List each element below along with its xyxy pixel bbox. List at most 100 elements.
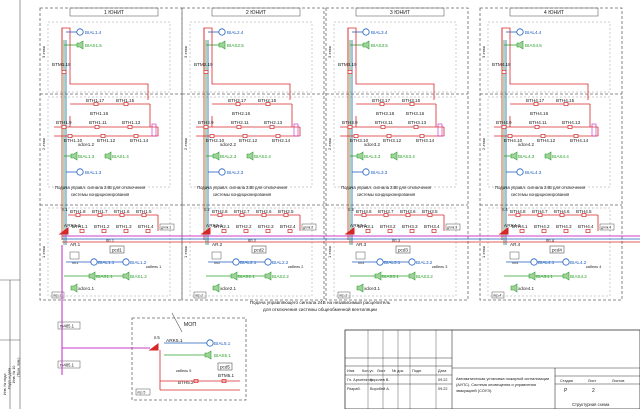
device-label: BTH2.7 bbox=[234, 209, 250, 214]
left-margin-label: (Техн. пом.) bbox=[17, 358, 21, 378]
device-label: BTH2.2 bbox=[236, 224, 252, 229]
bias-speaker bbox=[374, 271, 382, 281]
title-block-name: Королев В. bbox=[370, 378, 389, 382]
device-label: BIAS2.5 bbox=[227, 43, 244, 48]
title-block-head: Лист bbox=[377, 369, 386, 373]
device-label: BIAL2.3 bbox=[227, 170, 244, 175]
bial-annunciator bbox=[232, 258, 240, 266]
left-margin-label: Инв. № 10 bbox=[12, 366, 16, 383]
device-label: BTH4.13 bbox=[562, 120, 581, 125]
heat-detector bbox=[515, 213, 521, 217]
floor-label: 2 этаж bbox=[327, 138, 332, 150]
device-label: BTH2.1 bbox=[214, 224, 230, 229]
room-floor3 bbox=[333, 21, 457, 93]
pcd-box bbox=[217, 362, 233, 371]
device-label: BIAS3.2 bbox=[416, 274, 433, 279]
device-label: BTH2.17 bbox=[228, 98, 247, 103]
heat-detector bbox=[573, 134, 579, 138]
device-label: BTH3.4 bbox=[424, 224, 440, 229]
ark-block bbox=[344, 227, 355, 235]
device-label: BTM1.18 bbox=[52, 62, 71, 67]
pcd-box bbox=[109, 245, 125, 254]
room-floor2 bbox=[487, 96, 611, 188]
device-label: BIAL3.2 bbox=[416, 260, 433, 265]
line-label: п.4 bbox=[502, 207, 508, 212]
ac-note: Подача управл. сигнала 24В для отключени… bbox=[55, 185, 146, 190]
heat-detector bbox=[203, 125, 209, 129]
bias-speaker bbox=[70, 151, 78, 161]
device-label: pcd2 bbox=[254, 248, 264, 253]
device-label: BTH4.17 bbox=[526, 98, 545, 103]
device-label: BIAS2.1 bbox=[238, 274, 255, 279]
line-label: пп.4 bbox=[546, 238, 555, 243]
floor-label: 3 этаж bbox=[41, 46, 46, 58]
device-label: BIAS5.1 bbox=[214, 353, 231, 358]
heat-detector bbox=[265, 102, 271, 106]
floor-label: 3 этаж bbox=[183, 46, 188, 58]
heat-detector bbox=[380, 125, 386, 129]
bias-speaker bbox=[528, 271, 536, 281]
bial-annunciator bbox=[562, 258, 570, 266]
heat-detector bbox=[123, 229, 129, 233]
device-label: BTH1.8 bbox=[70, 209, 86, 214]
title-block-stage-head: Лист bbox=[588, 379, 597, 383]
floor-label: 1 этаж bbox=[41, 246, 46, 258]
device-label: BTH4.5 bbox=[576, 209, 592, 214]
device-label: pcd5 bbox=[220, 365, 230, 370]
title-block-date: 09.22 bbox=[438, 387, 448, 391]
room-floor3 bbox=[189, 21, 313, 93]
unit-title: 2 ЮНИТ bbox=[246, 10, 267, 16]
device-label: BIAL3.1 bbox=[384, 260, 401, 265]
line-label: пп.1 bbox=[106, 238, 115, 243]
bias-speaker bbox=[218, 40, 226, 50]
device-label: BTH3.8 bbox=[356, 209, 372, 214]
heat-detector bbox=[361, 213, 367, 217]
title-block-role: Гл. Архитектор bbox=[347, 378, 373, 382]
bias-speaker bbox=[510, 151, 518, 161]
heat-detector bbox=[409, 229, 415, 233]
device-label: BTH4.3 bbox=[556, 224, 572, 229]
device-label: BTM4.18 bbox=[492, 62, 511, 67]
ark-label: ARK4.1 bbox=[504, 223, 521, 229]
tag-box bbox=[159, 223, 175, 231]
device-label: BTM3.19 bbox=[338, 62, 357, 67]
heat-detector bbox=[119, 213, 125, 217]
tag-label: дплк.2 bbox=[303, 226, 313, 230]
tag-label: дплк.4 bbox=[601, 226, 611, 230]
pcd-box bbox=[395, 245, 411, 254]
device-label: BIAS3.5 bbox=[371, 43, 388, 48]
vent-note: Подача управляющего сигнала 24В на незав… bbox=[250, 299, 391, 305]
device-label: BTH1.12 bbox=[97, 138, 116, 143]
heat-detector bbox=[409, 102, 415, 106]
device-label: BIAL3.4 bbox=[371, 30, 388, 35]
pcd-box bbox=[251, 245, 267, 254]
heat-detector bbox=[519, 229, 525, 233]
floor-label: 2 этаж bbox=[41, 138, 46, 150]
room-floor3 bbox=[487, 21, 611, 93]
rs485-tag bbox=[57, 321, 81, 330]
bial-annunciator bbox=[516, 28, 524, 36]
device-label: BIAL4.3 bbox=[518, 154, 535, 159]
device-label: BTH2.10 bbox=[206, 138, 225, 143]
device-label: BIAL1.3 bbox=[78, 154, 95, 159]
device-label: BIAS1.1 bbox=[96, 274, 113, 279]
bial-annunciator bbox=[90, 258, 98, 266]
device-label: BTH3.17 bbox=[372, 98, 391, 103]
heat-detector bbox=[94, 125, 100, 129]
line-label: п.2 bbox=[204, 207, 210, 212]
heat-detector bbox=[209, 134, 215, 138]
device-label: BIAS3.4 bbox=[398, 154, 415, 159]
bial-annunciator bbox=[264, 258, 272, 266]
heat-detector bbox=[537, 213, 543, 217]
room-floor3 bbox=[47, 21, 171, 93]
loop-wire-red bbox=[347, 27, 435, 100]
device-label: BTH1.6 bbox=[114, 209, 130, 214]
heat-detector bbox=[581, 213, 587, 217]
heat-detector bbox=[123, 102, 129, 106]
room-floor2 bbox=[189, 96, 313, 188]
title-block-head: Подп. bbox=[412, 369, 422, 373]
bial-annunciator bbox=[408, 258, 416, 266]
loop-wire-red bbox=[203, 27, 291, 100]
heat-detector bbox=[67, 134, 73, 138]
device-label: xdce4.2 bbox=[518, 142, 535, 147]
